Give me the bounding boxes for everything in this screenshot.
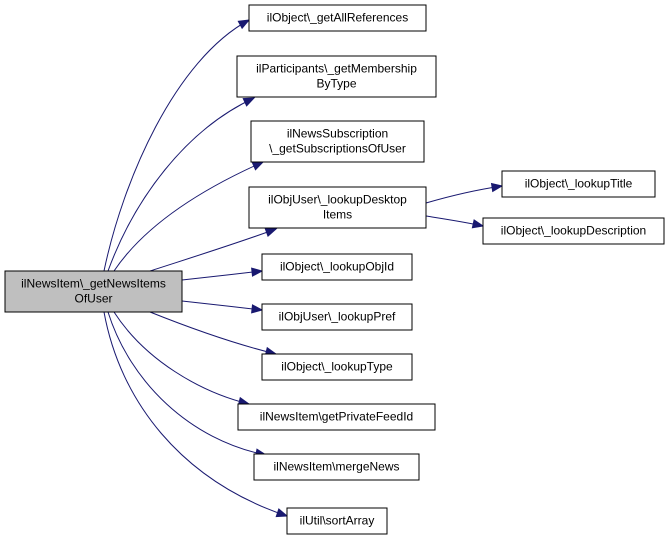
node-box	[248, 186, 427, 229]
edge-root-to-getSubscriptionsOfUser	[113, 161, 265, 272]
node-label: ilObject\_getAllReferences	[267, 11, 408, 25]
node-lookupPref[interactable]: ilObjUser\_lookupPref	[261, 303, 413, 331]
node-label: ilObject\_lookupDescription	[501, 224, 646, 238]
node-label: OfUser	[74, 292, 112, 306]
arrowhead-icon	[275, 508, 289, 518]
arrowhead-icon	[251, 161, 265, 171]
edge-root-to-getAllReferences	[103, 19, 251, 272]
node-getSubscriptionsOfUser[interactable]: ilNewsSubscription\_getSubscriptionsOfUs…	[250, 120, 425, 163]
node-box	[4, 270, 183, 313]
node-lookupType[interactable]: ilObject\_lookupType	[261, 353, 413, 381]
node-label: ilUtil\sortArray	[300, 514, 375, 528]
arrowhead-icon	[490, 182, 504, 193]
arrowhead-icon	[471, 219, 485, 229]
node-label: ilObject\_lookupTitle	[525, 177, 633, 191]
edge-line	[103, 19, 250, 272]
edge-line	[103, 311, 288, 517]
node-box	[261, 303, 413, 331]
node-mergeNews[interactable]: ilNewsItem\mergeNews	[253, 453, 420, 481]
edge-root-to-lookupObjId	[181, 267, 264, 281]
node-lookupDescription[interactable]: ilObject\_lookupDescription	[482, 217, 665, 245]
node-box	[248, 4, 427, 32]
node-label: \_getSubscriptionsOfUser	[269, 142, 406, 156]
node-lookupObjId[interactable]: ilObject\_lookupObjId	[261, 253, 413, 281]
node-box	[501, 170, 656, 198]
edge-line	[113, 311, 250, 405]
node-label: Items	[323, 208, 352, 222]
node-label: ilNewsItem\mergeNews	[273, 460, 399, 474]
edges-layer	[103, 19, 504, 518]
edge-root-to-lookupPref	[181, 300, 264, 314]
arrowhead-icon	[264, 228, 278, 238]
node-box	[250, 120, 425, 163]
edge-line	[149, 311, 277, 355]
node-box	[261, 253, 413, 281]
edge-root-to-mergeNews	[107, 311, 268, 458]
arrowhead-icon	[237, 19, 251, 30]
edge-root-to-getMembershipByType	[107, 97, 256, 272]
edge-line	[107, 311, 267, 456]
node-box	[482, 217, 665, 245]
arrowhead-icon	[251, 304, 264, 314]
edge-root-to-lookupDesktopItems	[149, 228, 278, 272]
node-label: ilObject\_lookupType	[281, 360, 393, 374]
node-label: ilNewsItem\getPrivateFeedId	[260, 410, 413, 424]
node-getPrivateFeedId[interactable]: ilNewsItem\getPrivateFeedId	[237, 403, 436, 431]
edge-line	[113, 161, 264, 272]
edge-lookupDesktopItems-to-lookupTitle	[425, 182, 504, 204]
edge-root-to-getPrivateFeedId	[113, 311, 251, 407]
node-box	[261, 353, 413, 381]
node-box	[236, 55, 437, 98]
node-label: ByType	[316, 77, 356, 91]
node-label: ilObject\_lookupObjId	[280, 260, 394, 274]
node-label: ilObjUser\_lookupPref	[279, 310, 396, 324]
node-box	[237, 403, 436, 431]
edge-line	[181, 300, 263, 311]
node-box	[286, 507, 388, 535]
node-sortArray[interactable]: ilUtil\sortArray	[286, 507, 388, 535]
arrowhead-icon	[251, 267, 264, 277]
node-label: ilNewsItem\_getNewsItems	[21, 277, 166, 291]
edge-line	[425, 185, 503, 204]
edge-line	[149, 228, 277, 272]
node-label: ilParticipants\_getMembership	[256, 62, 417, 76]
node-box	[253, 453, 420, 481]
edge-line	[107, 97, 255, 272]
node-label: ilNewsSubscription	[287, 127, 388, 141]
node-lookupTitle[interactable]: ilObject\_lookupTitle	[501, 170, 656, 198]
edge-root-to-lookupType	[149, 311, 278, 357]
node-label: ilObjUser\_lookupDesktop	[268, 193, 407, 207]
node-getAllReferences[interactable]: ilObject\_getAllReferences	[248, 4, 427, 32]
arrowhead-icon	[242, 97, 256, 107]
edge-root-to-sortArray	[103, 311, 289, 518]
edge-lookupDesktopItems-to-lookupDescription	[425, 215, 485, 229]
edge-line	[181, 270, 263, 281]
